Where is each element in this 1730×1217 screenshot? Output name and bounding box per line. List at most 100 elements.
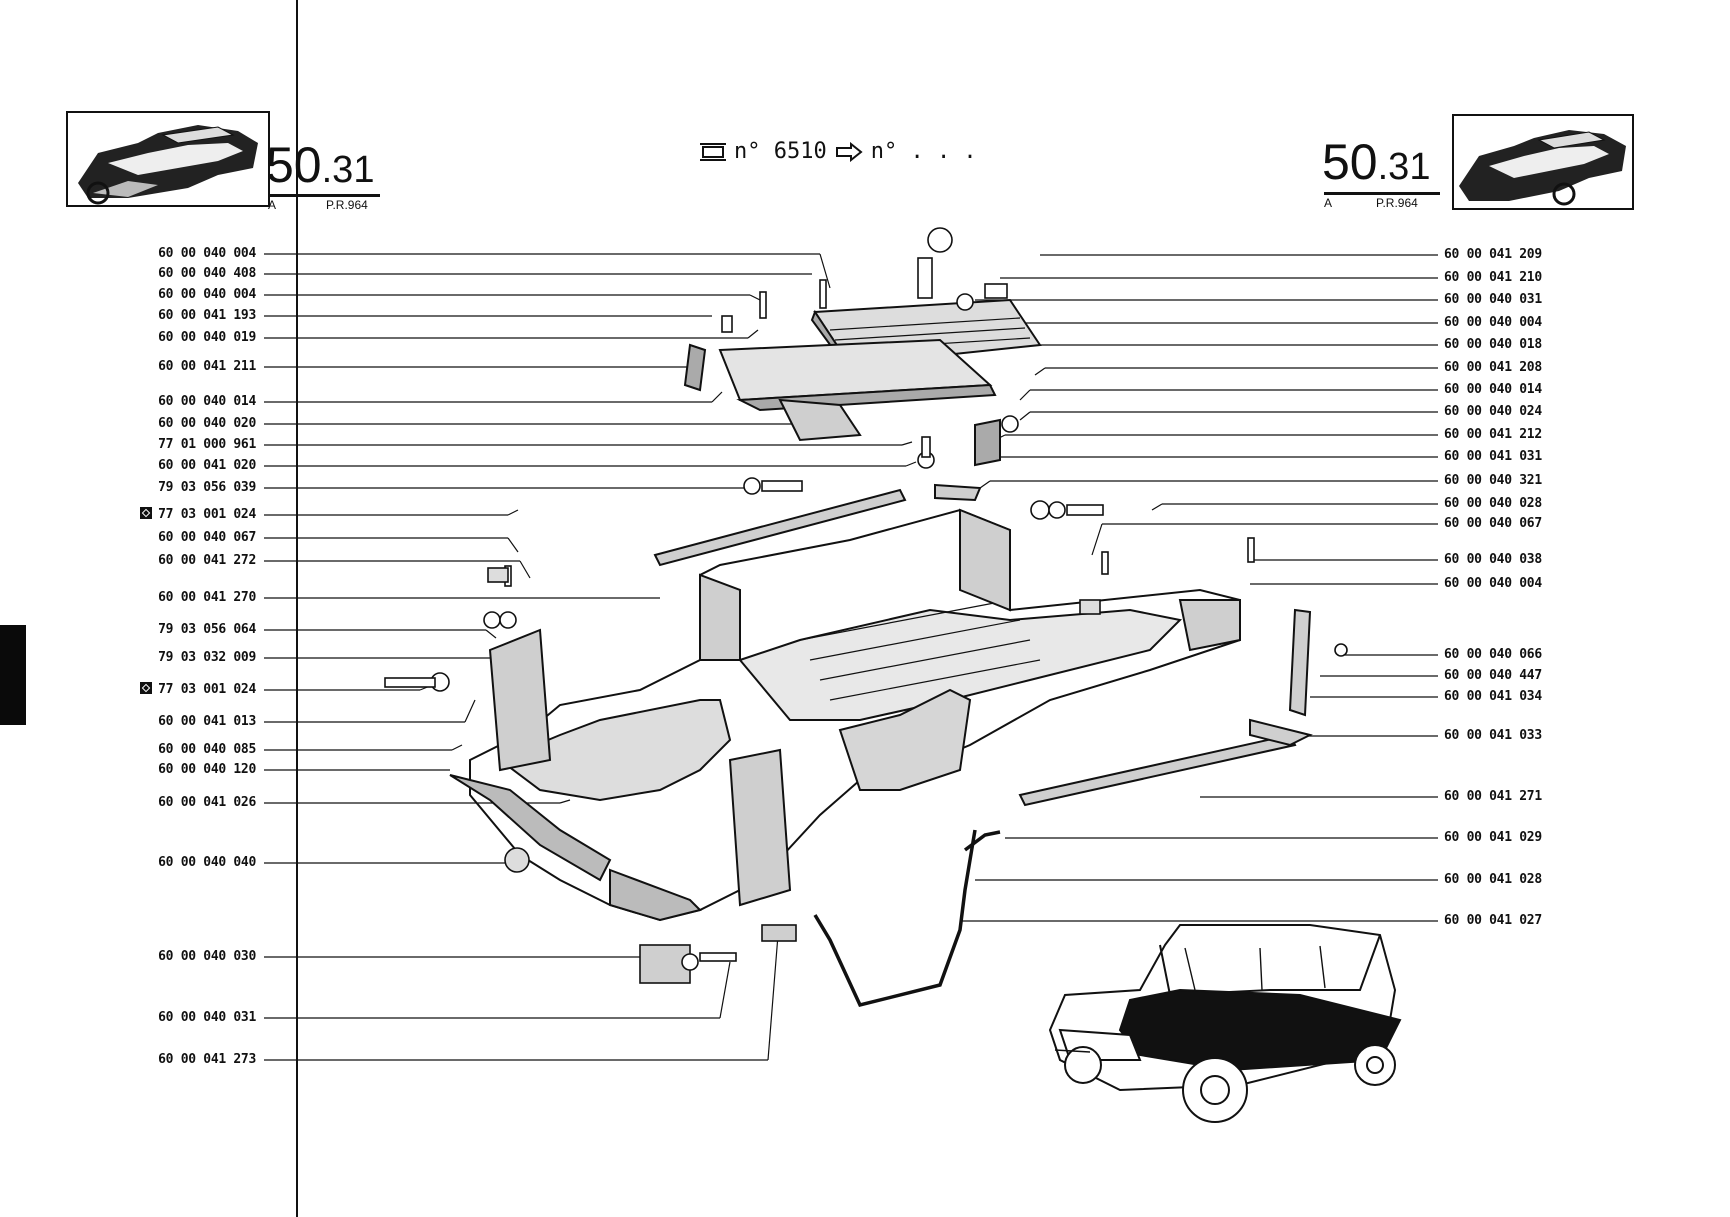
part-ref-right: 60 00 041 271 xyxy=(1444,789,1542,805)
pr-code-left: P.R.964 xyxy=(326,198,368,212)
part-ref-left: 60 00 040 020 xyxy=(158,416,256,432)
fasteners xyxy=(384,227,1348,984)
part-ref-right: 60 00 040 024 xyxy=(1444,404,1542,420)
part-number: 79 03 032 009 xyxy=(158,650,256,665)
part-ref-right: 60 00 041 027 xyxy=(1444,913,1542,929)
part-number: 60 00 040 024 xyxy=(1444,404,1542,419)
part-ref-left: 79 03 056 064 xyxy=(158,622,256,638)
part-number: 60 00 040 030 xyxy=(158,949,256,964)
leader-left-d xyxy=(819,253,831,289)
part-number: 60 00 040 004 xyxy=(1444,315,1542,330)
leader-left-d xyxy=(719,961,731,1019)
part-number: 60 00 040 085 xyxy=(158,742,256,757)
part-ref-right: 60 00 040 004 xyxy=(1444,315,1542,331)
part-number: 60 00 040 040 xyxy=(158,855,256,870)
section-number-right: 50.31 xyxy=(1322,134,1431,190)
part-ref-right: 60 00 040 067 xyxy=(1444,516,1542,532)
leader-left-d xyxy=(464,699,476,723)
serial-to: n° . . . xyxy=(870,139,977,164)
part-number: 77 03 001 024 xyxy=(158,682,256,697)
part-number: 60 00 041 033 xyxy=(1444,728,1542,743)
part-number: 60 00 040 014 xyxy=(158,394,256,409)
part-ref-left: 77 03 001 024 xyxy=(140,682,256,698)
section-thumbnail-right xyxy=(1452,114,1634,210)
part-number: 60 00 041 029 xyxy=(1444,830,1542,845)
part-ref-right: 60 00 040 447 xyxy=(1444,668,1542,684)
part-ref-left: 60 00 040 040 xyxy=(158,855,256,871)
part-ref-left: 60 00 041 020 xyxy=(158,458,256,474)
part-ref-right: 60 00 040 004 xyxy=(1444,576,1542,592)
part-number: 60 00 040 321 xyxy=(1444,473,1542,488)
part-ref-left: 60 00 040 004 xyxy=(158,246,256,262)
leader-right-d xyxy=(1034,367,1046,376)
part-number: 60 00 041 208 xyxy=(1444,360,1542,375)
part-number: 60 00 040 004 xyxy=(158,246,256,261)
column-a-label-left: A xyxy=(268,198,277,212)
part-number: 60 00 040 014 xyxy=(1444,382,1542,397)
chassis-icon xyxy=(700,143,726,161)
part-number: 60 00 041 013 xyxy=(158,714,256,729)
part-ref-left: 60 00 041 026 xyxy=(158,795,256,811)
part-ref-right: 60 00 041 210 xyxy=(1444,270,1542,286)
part-ref-right: 60 00 041 034 xyxy=(1444,689,1542,705)
section-rule-left xyxy=(268,194,380,197)
leader-left-d xyxy=(485,629,497,639)
part-number: 60 00 040 019 xyxy=(158,330,256,345)
column-a-label-right: A xyxy=(1324,196,1333,210)
part-ref-left: 60 00 040 408 xyxy=(158,266,256,282)
part-number: 60 00 040 408 xyxy=(158,266,256,281)
leader-left-d xyxy=(901,441,913,446)
leader-left-d xyxy=(507,509,519,516)
part-number: 60 00 041 210 xyxy=(1444,270,1542,285)
part-number: 60 00 040 038 xyxy=(1444,552,1542,567)
leader-left-d xyxy=(767,934,779,1061)
part-number: 60 00 040 020 xyxy=(158,416,256,431)
part-ref-left: 79 03 056 039 xyxy=(158,480,256,496)
part-ref-left: 60 00 041 272 xyxy=(158,553,256,569)
leader-left-d xyxy=(519,560,531,579)
part-ref-left: 77 03 001 024 xyxy=(140,507,256,523)
leader-left-d xyxy=(711,391,723,403)
part-ref-right: 60 00 040 066 xyxy=(1444,647,1542,663)
part-number: 60 00 040 004 xyxy=(158,287,256,302)
part-number: 77 01 000 961 xyxy=(158,437,256,452)
part-ref-right: 60 00 041 028 xyxy=(1444,872,1542,888)
part-number: 60 00 040 031 xyxy=(158,1010,256,1025)
side-rails xyxy=(653,483,1313,807)
leader-left-d xyxy=(747,329,759,339)
handbrake-rod xyxy=(813,829,1001,1008)
part-number: 60 00 041 193 xyxy=(158,308,256,323)
part-ref-right: 60 00 040 028 xyxy=(1444,496,1542,512)
part-number: 60 00 040 004 xyxy=(1444,576,1542,591)
part-number: 60 00 041 034 xyxy=(1444,689,1542,704)
part-number: 79 03 056 064 xyxy=(158,622,256,637)
section-number-left: 50.31 xyxy=(266,137,375,193)
part-ref-right: 60 00 041 033 xyxy=(1444,728,1542,744)
section-rule-right xyxy=(1324,192,1440,195)
part-ref-left: 60 00 041 270 xyxy=(158,590,256,606)
part-ref-left: 79 03 032 009 xyxy=(158,650,256,666)
leader-left-d xyxy=(905,461,917,467)
leader-lines xyxy=(264,253,1438,1061)
part-ref-left: 60 00 041 013 xyxy=(158,714,256,730)
part-number: 60 00 041 027 xyxy=(1444,913,1542,928)
leader-right-d xyxy=(1151,503,1163,511)
part-number: 60 00 040 018 xyxy=(1444,337,1542,352)
part-ref-left: 60 00 041 211 xyxy=(158,359,256,375)
pr-code-right: P.R.964 xyxy=(1376,196,1418,210)
floor-pan-assembly xyxy=(449,508,1241,922)
page-margin-line xyxy=(296,0,298,1217)
part-ref-left: 60 00 040 019 xyxy=(158,330,256,346)
assembly-marker-icon xyxy=(140,682,153,694)
part-number: 60 00 040 120 xyxy=(158,762,256,777)
part-ref-left: 60 00 040 030 xyxy=(158,949,256,965)
part-ref-left: 60 00 040 031 xyxy=(158,1010,256,1026)
part-ref-right: 60 00 041 029 xyxy=(1444,830,1542,846)
part-number: 60 00 041 212 xyxy=(1444,427,1542,442)
leader-right-d xyxy=(1019,389,1031,401)
part-number: 60 00 041 270 xyxy=(158,590,256,605)
part-ref-right: 60 00 041 212 xyxy=(1444,427,1542,443)
part-ref-right: 60 00 041 208 xyxy=(1444,360,1542,376)
section-thumbnail-left xyxy=(66,111,270,207)
